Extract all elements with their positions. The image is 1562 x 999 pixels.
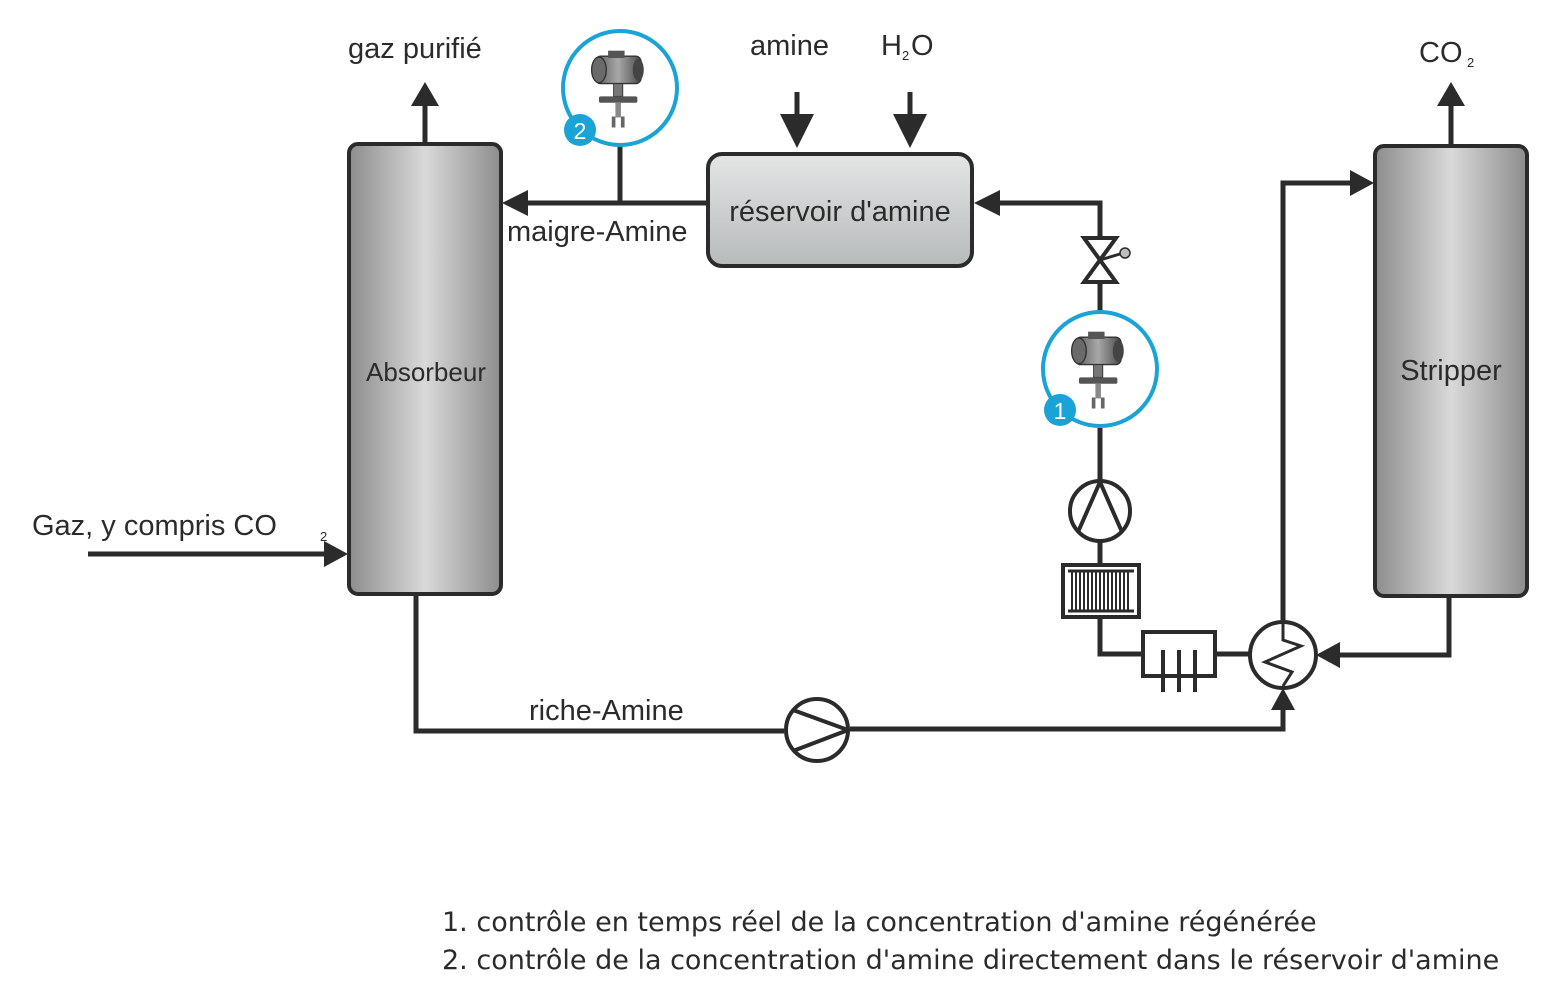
amine-input-label: amine (750, 30, 829, 62)
sensor-2-number: 2 (574, 118, 587, 144)
arrow-left-icon (502, 190, 528, 216)
absorber-column (347, 142, 503, 596)
co2-outlet-label: CO 2 (1419, 37, 1474, 70)
sensor-1-number: 1 (1054, 398, 1067, 424)
sensor-1: 1 (1041, 310, 1159, 428)
arrow-up-icon (1271, 688, 1295, 710)
regenerated-amine-return-pipe (998, 200, 1103, 242)
pipes (88, 92, 1454, 734)
legend-item-1: 1. contrôle en temps réel de la concentr… (442, 907, 1317, 938)
inlet-gas-label: Gaz, y compris CO 2 (32, 510, 327, 544)
rich-amine-pipe (413, 596, 784, 734)
water-label-sub: 2 (902, 48, 909, 63)
water-label-h: H (881, 30, 902, 62)
sensor-2-badge (564, 114, 596, 146)
water-label: H 2 O (881, 30, 934, 63)
pump-icon (784, 697, 854, 763)
stripper-bottom-pipe (1338, 596, 1452, 658)
heat-exchanger-icon (1248, 620, 1318, 690)
arrow-left-icon (1316, 642, 1340, 668)
absorber-label: Absorbeur (366, 357, 486, 387)
amine-tank (706, 152, 974, 268)
arrow-left-icon (974, 190, 1000, 216)
arrow-down-icon (780, 114, 814, 148)
arrow-up-icon (1437, 82, 1465, 106)
rich-amine-pipe-2 (850, 708, 1286, 732)
sensor-2: 2 (561, 29, 679, 147)
cooler-to-filter-pipe (1097, 617, 1143, 657)
valve-icon (1080, 236, 1131, 284)
inlet-gas-label-sub: 2 (320, 529, 327, 544)
water-label-o: O (911, 30, 934, 62)
lean-amine-label: maigre-Amine (507, 216, 688, 248)
arrow-right-icon (324, 541, 348, 567)
arrow-right-icon (1350, 170, 1374, 196)
legend: 1. contrôle en temps réel de la concentr… (442, 904, 1499, 980)
arrowheads (324, 82, 1465, 710)
inlet-gas-label-base: Gaz, y compris CO (32, 510, 277, 542)
cooler-icon (1061, 563, 1141, 619)
co2-outlet-label-sub: 2 (1467, 55, 1474, 70)
pump-icon (1068, 477, 1132, 543)
rich-to-stripper-pipe (1280, 180, 1352, 620)
filter-icon (1141, 630, 1217, 692)
amine-tank-label: réservoir d'amine (729, 196, 951, 228)
arrow-down-icon (893, 114, 927, 148)
purified-gas-label: gaz purifié (348, 33, 482, 65)
stripper-label: Stripper (1400, 355, 1502, 387)
sensor-1-badge (1044, 394, 1076, 426)
arrow-up-icon (411, 82, 439, 106)
rich-amine-label: riche-Amine (529, 695, 684, 727)
stripper-column (1373, 144, 1529, 598)
legend-item-2: 2. contrôle de la concentration d'amine … (442, 945, 1500, 976)
co2-outlet-label-base: CO (1419, 37, 1463, 69)
